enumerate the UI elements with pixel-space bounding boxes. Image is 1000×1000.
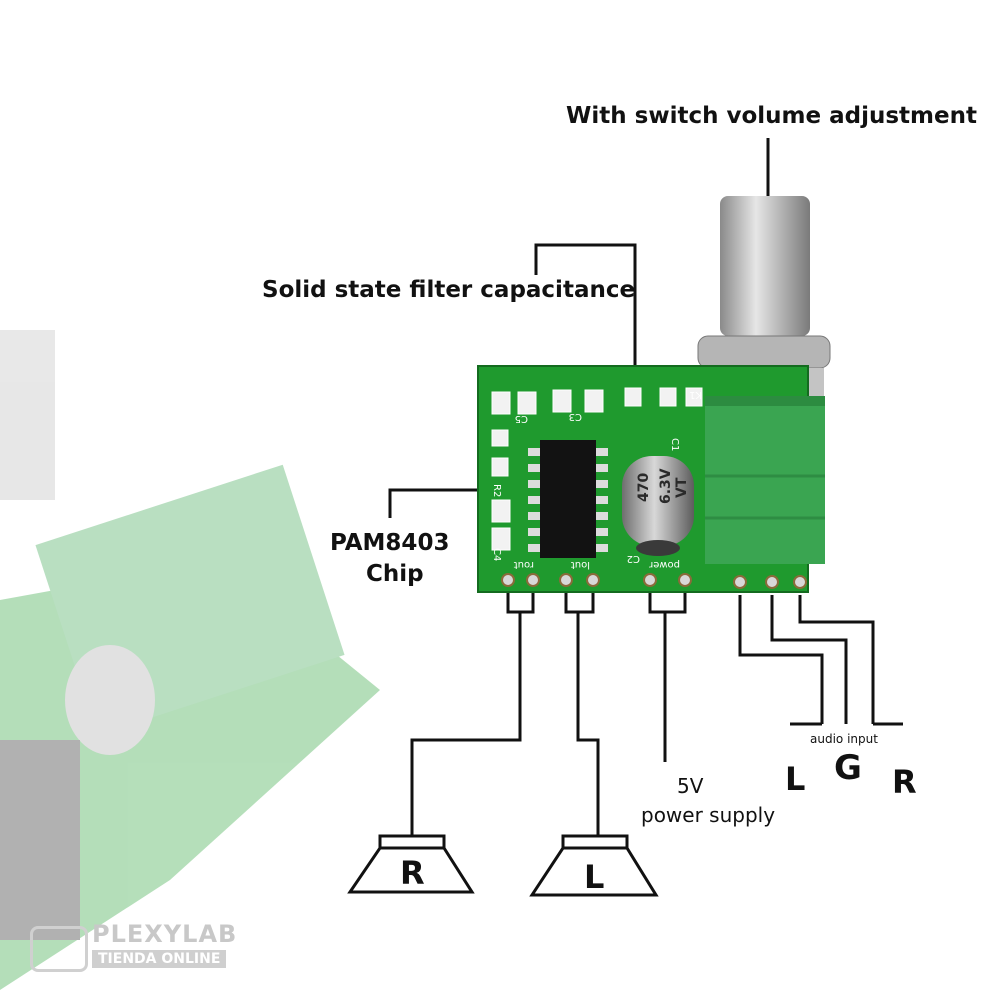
silk-c1: C1 <box>669 438 680 451</box>
header-pins <box>506 590 687 614</box>
label-power-supply: power supply <box>641 803 776 827</box>
cap-value-vt: VT <box>674 477 690 498</box>
speaker-right-label: R <box>400 854 425 892</box>
speaker-left-shape <box>529 834 659 897</box>
leader-lines <box>388 138 903 836</box>
brand-name: PLEXYLAB <box>92 920 238 948</box>
pcb-pin-holes <box>501 573 807 589</box>
brand-logo <box>30 926 88 972</box>
silk-k1: K1 <box>689 389 702 400</box>
silk-c3: C3 <box>569 411 582 422</box>
label-audio-input: audio input <box>810 732 878 746</box>
label-audio-left: L <box>785 760 806 798</box>
silk-lout: lout <box>571 559 590 570</box>
label-chip: Chip <box>366 561 424 587</box>
silk-c2: C2 <box>627 553 640 564</box>
smd-components <box>491 387 703 551</box>
label-filter-capacitance: Solid state filter capacitance <box>262 277 636 303</box>
speaker-left-label: L <box>584 858 605 896</box>
silk-r2: R2 <box>491 484 502 497</box>
background-board-ghost <box>0 330 380 990</box>
label-5v: 5V <box>677 774 704 798</box>
pcb-board: C5 C3 C1 R2 C4 C2 K1 rout lout power 470… <box>477 365 825 593</box>
silk-c4: C4 <box>491 548 502 561</box>
silk-power: power <box>648 559 680 570</box>
label-chip-model: PAM8403 <box>330 530 450 556</box>
cap-value-470: 470 <box>636 473 652 502</box>
brand-tagline: TIENDA ONLINE <box>92 950 227 968</box>
label-volume-adjustment: With switch volume adjustment <box>566 103 977 129</box>
filter-capacitor <box>622 456 694 556</box>
label-audio-ground: G <box>834 748 862 788</box>
label-audio-right: R <box>892 763 917 801</box>
silk-c5: C5 <box>515 413 528 424</box>
pam8403-chip <box>528 440 608 558</box>
cap-value-voltage: 6.3V <box>658 468 674 504</box>
silk-rout: rout <box>514 559 534 570</box>
speaker-right-shape <box>347 834 475 894</box>
